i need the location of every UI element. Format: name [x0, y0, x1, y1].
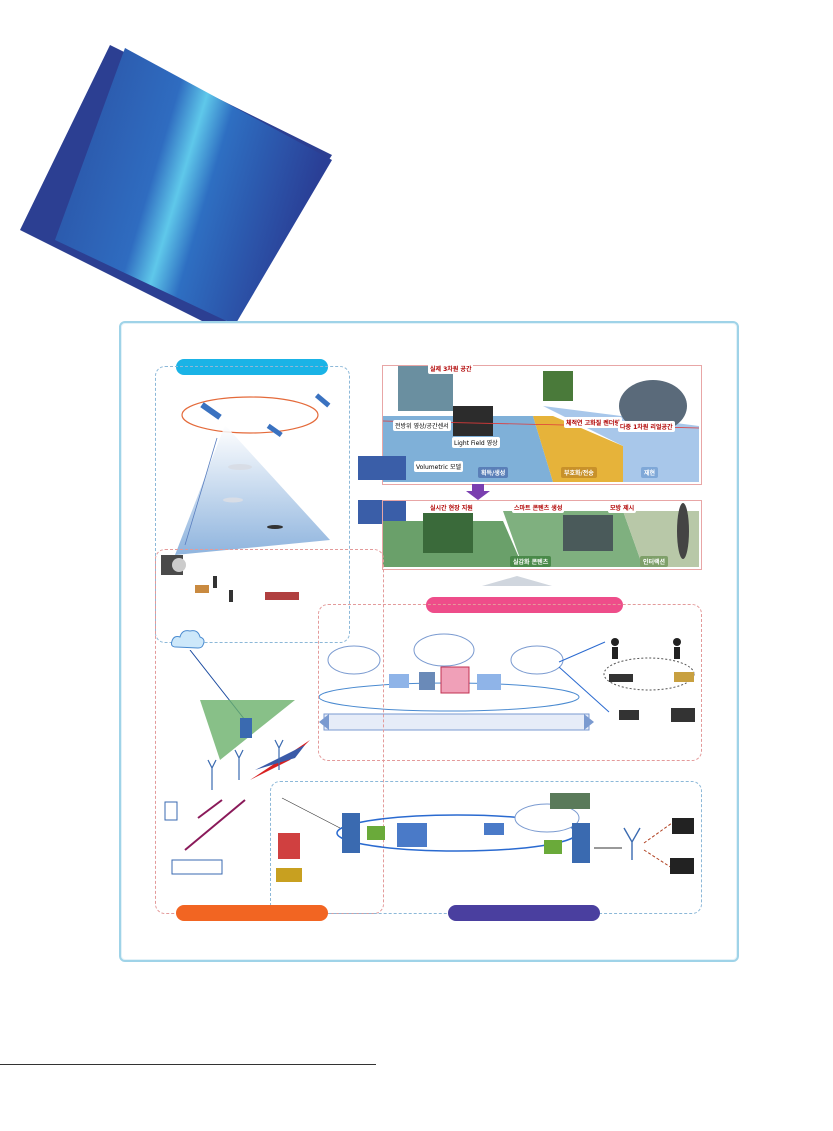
stage-realistic-content: 실감화 콘텐츠	[510, 556, 552, 567]
stage-encode: 부호화/전송	[561, 467, 597, 478]
label-smart-content: 스마트 콘텐츠 생성	[512, 502, 565, 513]
label-remote-control: 모방 제시	[608, 502, 637, 513]
step-box-1	[358, 456, 406, 480]
label-volumetric-model: Volumetric 모델	[414, 461, 464, 472]
cloud-icon	[171, 630, 205, 649]
footnote-rule	[0, 1064, 376, 1065]
decorative-blue-panel	[20, 45, 332, 330]
satellite-network-illustration	[161, 393, 331, 602]
wireless-access-illustration	[164, 650, 310, 875]
pipeline-upper-strip	[382, 365, 702, 485]
cloud-network-illustration	[319, 633, 695, 731]
section-pill-bottom-right	[448, 905, 600, 921]
satellite-icon	[200, 393, 331, 438]
stage-interaction: 인터랙션	[640, 556, 669, 567]
label-real-space: 실제 3차원 공간	[428, 363, 474, 374]
label-light-field: Light Field 영상	[452, 437, 500, 448]
stage-capture: 획득/생성	[478, 467, 509, 478]
core-network-illustration	[276, 793, 694, 882]
label-camera-array: 전방위 영상/공간센서	[393, 420, 451, 431]
label-remote-space: 다중 1차원 리얼공간	[618, 421, 675, 432]
label-realtime-support: 실시간 현장 지원	[428, 502, 475, 513]
section-pill-top-right	[426, 597, 623, 613]
section-pill-top-left	[176, 359, 328, 375]
satellite-network-panel	[155, 366, 350, 643]
cloud-network-panel	[318, 604, 702, 761]
label-realtime-render: 체적연 고화질 렌더링	[564, 417, 622, 428]
pipeline-lower-illustration	[383, 503, 699, 567]
arrow-down-icon	[466, 484, 490, 500]
section-pill-bottom-left	[176, 905, 328, 921]
stage-playback: 재현	[641, 467, 659, 478]
pipeline-lower-strip	[382, 500, 702, 570]
grey-triangle	[482, 576, 552, 586]
